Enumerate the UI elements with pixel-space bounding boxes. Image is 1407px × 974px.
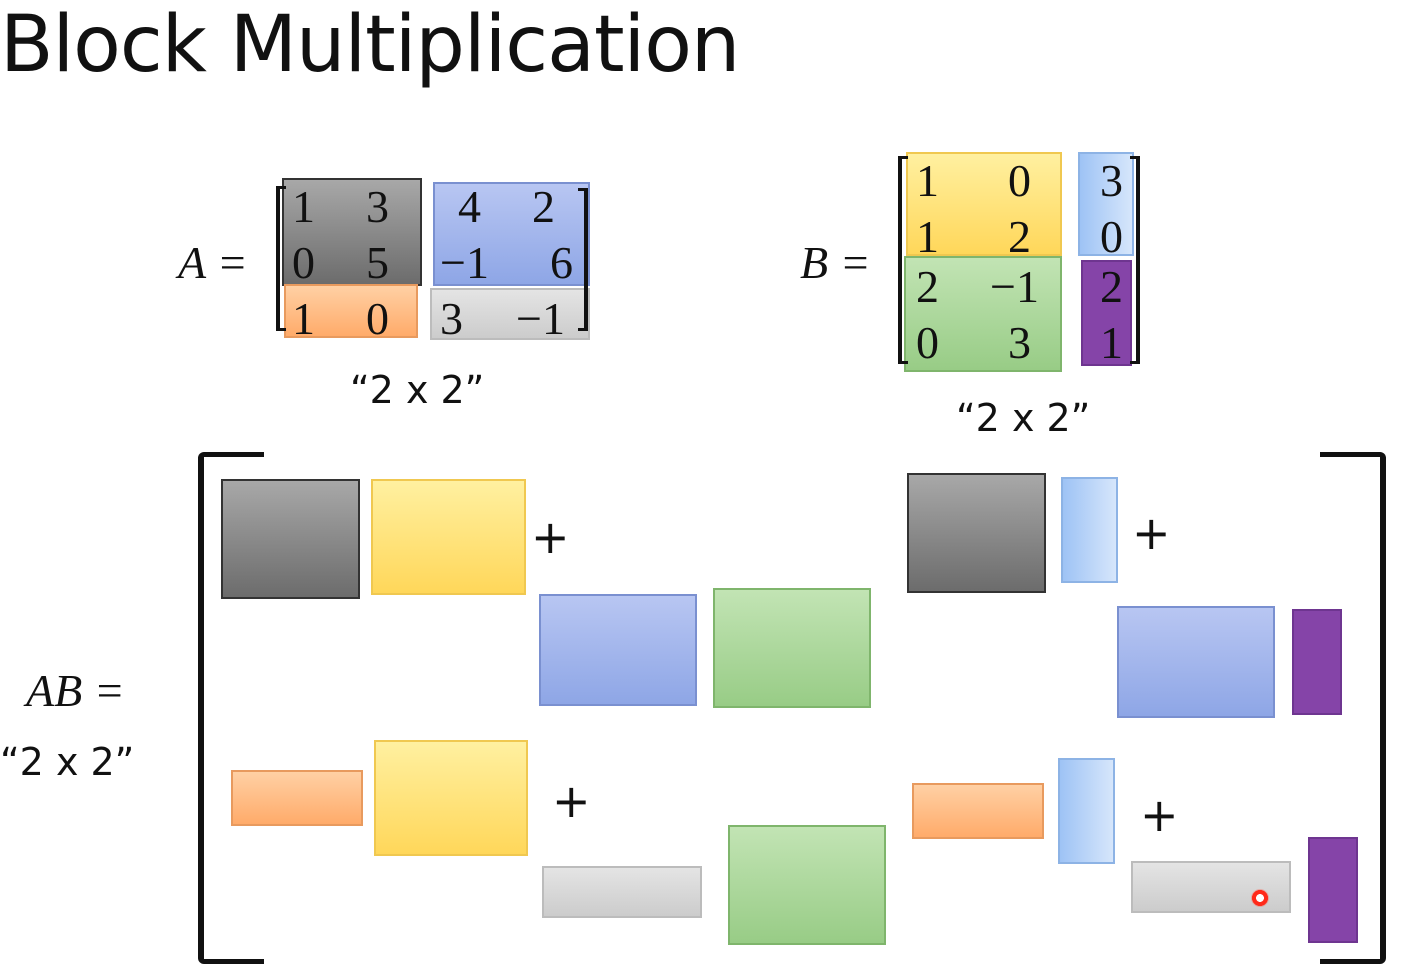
b-entry: 1 bbox=[916, 155, 939, 206]
b-entry: 0 bbox=[1100, 211, 1123, 262]
ab22-b22-block bbox=[1308, 837, 1358, 943]
b-entry: 2 bbox=[1008, 211, 1031, 262]
matrix-b-right-bracket bbox=[1130, 156, 1140, 364]
b22-block bbox=[1081, 260, 1132, 366]
b-entry: 2 bbox=[1100, 261, 1123, 312]
a21-block bbox=[284, 284, 418, 338]
matrix-a-right-bracket bbox=[578, 188, 588, 331]
matrix-b-dims: “2 x 2” bbox=[956, 396, 1091, 440]
b-entry: 3 bbox=[1008, 317, 1031, 368]
a22-block bbox=[430, 288, 590, 340]
plus-sign: + bbox=[531, 510, 570, 564]
plus-sign: + bbox=[552, 774, 591, 828]
ab12-b12-block bbox=[1061, 477, 1118, 583]
a-entry: 0 bbox=[366, 293, 389, 344]
ab22-b12-block bbox=[1058, 758, 1115, 864]
a-entry: 1 bbox=[292, 181, 315, 232]
ab12-a11-block bbox=[907, 473, 1046, 593]
a-entry: 6 bbox=[550, 237, 573, 288]
slide-title: Block Multiplication bbox=[0, 0, 740, 90]
b11-block bbox=[906, 152, 1062, 256]
ab11-b11-block bbox=[371, 479, 526, 595]
ab22-a21-block bbox=[912, 783, 1044, 839]
b-entry: 3 bbox=[1100, 155, 1123, 206]
plus-sign: + bbox=[1132, 506, 1171, 560]
ab12-b22-block bbox=[1292, 609, 1342, 715]
ab22-a22-block bbox=[1131, 861, 1291, 913]
a11-block bbox=[282, 178, 422, 286]
matrix-b-left-bracket bbox=[898, 156, 908, 364]
a12-block bbox=[433, 182, 590, 286]
ab21-a21-block bbox=[231, 770, 363, 826]
a-entry: −1 bbox=[440, 237, 489, 288]
a-entry: 2 bbox=[532, 181, 555, 232]
b12-block bbox=[1078, 152, 1134, 256]
product-right-bracket bbox=[1320, 452, 1386, 964]
ab21-a22-block bbox=[542, 866, 702, 918]
matrix-a-label: A = bbox=[178, 237, 248, 288]
matrix-a-left-bracket bbox=[276, 186, 286, 331]
ab21-b21-block bbox=[728, 825, 886, 945]
b-entry: 1 bbox=[1100, 317, 1123, 368]
matrix-b-label: B = bbox=[800, 237, 871, 288]
b-entry: 0 bbox=[1008, 155, 1031, 206]
a-entry: 4 bbox=[458, 181, 481, 232]
b-entry: −1 bbox=[990, 261, 1039, 312]
b-entry: 1 bbox=[916, 211, 939, 262]
b21-block bbox=[904, 256, 1062, 372]
ab12-a12-block bbox=[1117, 606, 1275, 718]
ab11-a11-block bbox=[221, 479, 360, 599]
ab11-a12-block bbox=[539, 594, 697, 706]
laser-pointer-cursor bbox=[1251, 889, 1269, 907]
product-left-bracket bbox=[198, 452, 264, 964]
b-entry: 0 bbox=[916, 317, 939, 368]
ab11-b21-block bbox=[713, 588, 871, 708]
a-entry: 5 bbox=[366, 237, 389, 288]
a-entry: 3 bbox=[440, 293, 463, 344]
a-entry: −1 bbox=[516, 293, 565, 344]
product-dims: “2 x 2” bbox=[0, 740, 135, 784]
b-entry: 2 bbox=[916, 261, 939, 312]
a-entry: 1 bbox=[292, 293, 315, 344]
product-label: AB = bbox=[26, 665, 125, 716]
a-entry: 0 bbox=[292, 237, 315, 288]
plus-sign: + bbox=[1140, 788, 1179, 842]
matrix-a-dims: “2 x 2” bbox=[350, 368, 485, 412]
ab21-b11-block bbox=[374, 740, 528, 856]
a-entry: 3 bbox=[366, 181, 389, 232]
